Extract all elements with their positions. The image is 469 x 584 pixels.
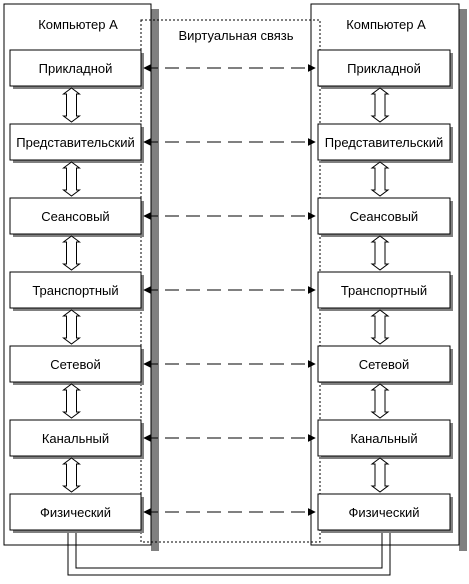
right-layer-box-transport	[317, 271, 451, 309]
right-interlayer-arrow-network	[370, 383, 390, 419]
right-interlayer-arrow-application	[370, 87, 390, 123]
left-interlayer-arrow-application	[62, 87, 81, 123]
right-layer-box-datalink	[317, 419, 451, 457]
left-computer-shadow	[151, 9, 159, 551]
right-layer-label-session: Сеансовый	[350, 209, 418, 224]
left-layer-label-physical: Физический	[40, 505, 111, 520]
right-layer-box-session	[317, 197, 451, 235]
right-layer-label-network: Сетевой	[359, 357, 409, 372]
left-layer-label-network: Сетевой	[50, 357, 100, 372]
right-layer-label-datalink: Канальный	[350, 431, 417, 446]
left-layer-box-session	[9, 197, 142, 235]
right-interlayer-arrow-presentation	[370, 161, 390, 197]
physical-link-inner	[75, 530, 383, 569]
left-layer-label-datalink: Канальный	[42, 431, 109, 446]
left-interlayer-arrow-network	[62, 383, 81, 419]
right-computer-title: Компьютер А	[346, 17, 426, 32]
right-layer-box-physical	[317, 493, 451, 531]
left-layer-box-presentation	[9, 123, 142, 161]
left-computer-title: Компьютер А	[38, 17, 118, 32]
right-layer-label-transport: Транспортный	[341, 283, 427, 298]
left-layer-box-datalink	[9, 419, 142, 457]
right-interlayer-arrow-session	[370, 235, 390, 271]
left-layer-label-session: Сеансовый	[41, 209, 109, 224]
left-layer-box-transport	[9, 271, 142, 309]
physical-link-outer	[67, 530, 391, 576]
right-layer-label-presentation: Представительский	[325, 135, 444, 150]
right-layer-label-application: Прикладной	[347, 61, 421, 76]
left-layer-label-transport: Транспортный	[32, 283, 118, 298]
left-layer-label-presentation: Представительский	[16, 135, 135, 150]
left-layer-box-application	[9, 49, 142, 87]
left-layer-box-network	[9, 345, 142, 383]
left-interlayer-arrow-transport	[62, 309, 81, 345]
left-layer-box-physical	[9, 493, 142, 531]
virtual-link-label: Виртуальная связь	[178, 28, 293, 43]
left-interlayer-arrow-presentation	[62, 161, 81, 197]
left-interlayer-arrow-session	[62, 235, 81, 271]
right-interlayer-arrow-datalink	[370, 457, 390, 493]
right-layer-box-presentation	[317, 123, 451, 161]
right-layer-box-application	[317, 49, 451, 87]
virtual-link-frame	[140, 19, 321, 543]
right-computer-shadow	[459, 9, 467, 551]
right-layer-box-network	[317, 345, 451, 383]
right-layer-label-physical: Физический	[348, 505, 419, 520]
left-layer-label-application: Прикладной	[39, 61, 113, 76]
left-interlayer-arrow-datalink	[62, 457, 81, 493]
right-interlayer-arrow-transport	[370, 309, 390, 345]
